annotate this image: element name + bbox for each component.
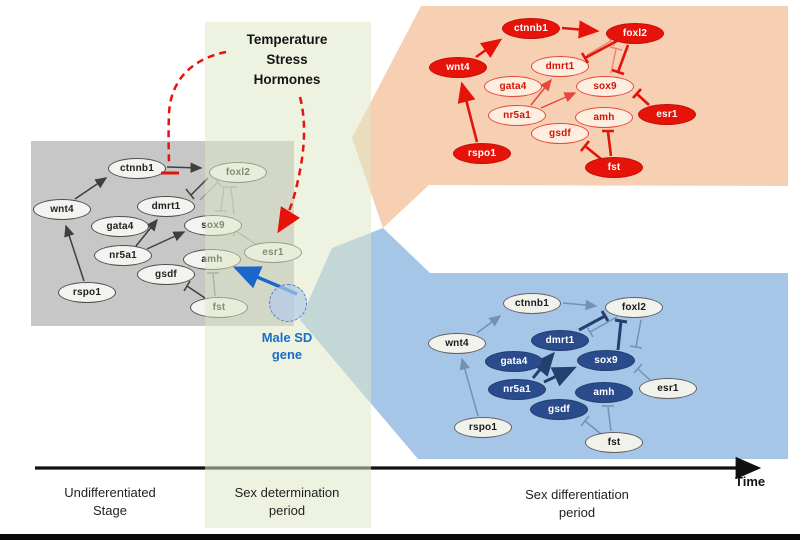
node-dmrt1-female: dmrt1 xyxy=(531,55,589,77)
node-gsdf-male: gsdf xyxy=(530,398,588,420)
node-rspo1-undiff: rspo1 xyxy=(58,281,116,303)
figure-bottom-border xyxy=(0,534,800,540)
undiff-edges xyxy=(64,162,209,299)
edge-f-esr1-inhibits-sox9 xyxy=(632,88,650,106)
male-weak-edges xyxy=(459,299,651,435)
node-gsdf-female: gsdf xyxy=(531,122,589,144)
edge-nr5a1-dmrt1 xyxy=(135,218,158,247)
edge-f-fst-inhibits-amh xyxy=(602,129,614,157)
edge-f-ctnnb1-foxl2 xyxy=(561,20,600,39)
male-strong-edges xyxy=(531,310,628,387)
node-fst-female: fst xyxy=(585,156,643,178)
title-line-hormones: Hormones xyxy=(253,72,321,87)
env-activate-esr1-arrow xyxy=(277,96,306,234)
edge-f-foxl2-inhibits-dmrt1 xyxy=(580,39,618,64)
edge-m-fst-inhibits-gsdf xyxy=(580,415,602,435)
node-dmrt1-male: dmrt1 xyxy=(531,329,589,351)
edge-m-ctnnb1-foxl2 xyxy=(562,299,598,311)
edge-f-nr5a1-dmrt1 xyxy=(530,78,552,106)
edge-m-wnt4-ctnnb1 xyxy=(476,315,502,334)
edge-wnt4-ctnnb1 xyxy=(74,177,108,200)
stage-label-undifferentiated: Undifferentiated Stage xyxy=(64,484,156,520)
node-esr1-female: esr1 xyxy=(638,103,696,125)
node-esr1-male: esr1 xyxy=(639,377,697,399)
edge-ctnnb1-foxl2 xyxy=(166,162,203,173)
node-wnt4-male: wnt4 xyxy=(428,332,486,354)
edge-fst-inhibits-gsdf xyxy=(183,280,206,299)
node-rspo1-female: rspo1 xyxy=(453,142,511,164)
node-foxl2-male: foxl2 xyxy=(605,296,663,318)
edge-m-nr5a1-sox9 xyxy=(543,366,577,387)
node-nr5a1-male: nr5a1 xyxy=(488,378,546,400)
edge-f-nr5a1-sox9 xyxy=(540,92,577,109)
title-line-temperature: Temperature xyxy=(246,32,328,47)
title-line-stress: Stress xyxy=(266,52,308,67)
edge-m-foxl2-inhibits-sox9 xyxy=(629,319,643,349)
node-sox9-female: sox9 xyxy=(576,75,634,97)
stage-label-determination: Sex determination period xyxy=(235,484,340,520)
stage-label-differentiation: Sex differentiation period xyxy=(525,486,629,522)
stage1-line2: Stage xyxy=(93,503,127,518)
node-nr5a1-undiff: nr5a1 xyxy=(94,244,152,266)
node-rspo1-male: rspo1 xyxy=(454,416,512,438)
male-sd-gene-circle xyxy=(269,284,307,322)
node-foxl2-female: foxl2 xyxy=(606,22,664,44)
node-gata4-male: gata4 xyxy=(485,350,543,372)
male-sd-gene-label: Male SD gene xyxy=(262,329,313,363)
env-inhibit-arrow xyxy=(167,50,227,167)
male-sd-label-line1: Male SD xyxy=(261,330,313,345)
edge-m-esr1-inhibits-sox9 xyxy=(633,363,651,381)
environment-title: Temperature Stress Hormones xyxy=(247,30,328,90)
node-amh-female: amh xyxy=(575,106,633,128)
node-ctnnb1-male: ctnnb1 xyxy=(503,292,561,314)
edge-m-dmrt1-inhibits-foxl2 xyxy=(578,310,610,332)
edge-f-sox9-inhibits-foxl2 xyxy=(609,46,623,74)
node-amh-male: amh xyxy=(575,381,633,403)
stage2-line1: Sex determination xyxy=(234,485,340,500)
stage1-line1: Undifferentiated xyxy=(64,485,156,500)
edge-f-fst-inhibits-gsdf xyxy=(579,140,602,161)
stage3-line1: Sex differentiation xyxy=(525,487,629,502)
edge-m-rspo1-wnt4 xyxy=(459,357,479,417)
node-nr5a1-female: nr5a1 xyxy=(488,104,546,126)
time-axis-label: Time xyxy=(735,474,766,489)
node-dmrt1-undiff: dmrt1 xyxy=(137,195,195,217)
environment-arrows xyxy=(161,50,306,234)
male-sd-label-line2: gene xyxy=(271,347,303,362)
node-gsdf-undiff: gsdf xyxy=(137,263,195,285)
node-fst-male: fst xyxy=(585,431,643,453)
edge-rspo1-wnt4 xyxy=(64,224,85,282)
node-sox9-male: sox9 xyxy=(577,349,635,371)
edge-m-fst-inhibits-amh xyxy=(602,405,614,432)
edge-f-wnt4-ctnnb1 xyxy=(475,38,503,59)
node-ctnnb1-female: ctnnb1 xyxy=(502,17,560,39)
female-strong-edges xyxy=(457,20,650,161)
edge-m-foxl2-inhibits-dmrt1 xyxy=(586,316,618,338)
edge-f-foxl2-inhibits-sox9 xyxy=(611,44,630,76)
edge-f-rspo1-wnt4 xyxy=(457,81,479,143)
edge-nr5a1-sox9 xyxy=(146,231,186,250)
stage3-line2: period xyxy=(558,505,596,520)
edge-m-sox9-inhibits-foxl2 xyxy=(614,318,628,351)
node-wnt4-undiff: wnt4 xyxy=(33,198,91,220)
node-gata4-female: gata4 xyxy=(484,75,542,97)
determination-period-band xyxy=(205,22,371,528)
stage2-line2: period xyxy=(268,503,306,518)
edge-m-nr5a1-dmrt1 xyxy=(531,351,555,379)
node-wnt4-female: wnt4 xyxy=(429,56,487,78)
node-ctnnb1-undiff: ctnnb1 xyxy=(108,157,166,179)
